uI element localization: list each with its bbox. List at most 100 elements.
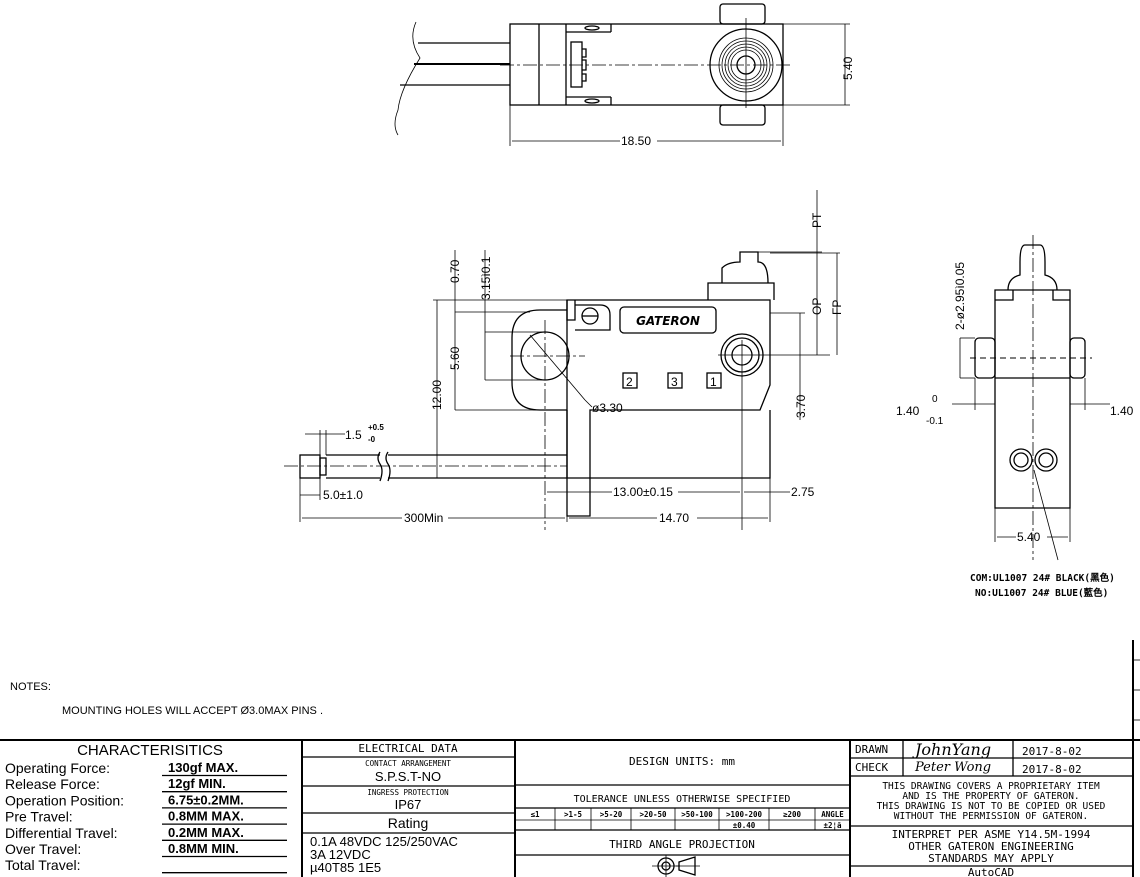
tolerance-header: >100-200: [726, 810, 763, 819]
design-units: DESIGN UNITS: mm: [629, 755, 735, 768]
characteristic-value: 0.2MM MAX.: [168, 825, 244, 840]
tolerance-header: ANGLE: [821, 810, 844, 819]
top-view: 18.50 5.40: [394, 3, 855, 148]
interpret-line: INTERPRET PER ASME Y14.5M-1994: [892, 828, 1091, 841]
characteristic-label: Operation Position:: [5, 792, 124, 808]
contact-arrangement-value: S.P.S.T-NO: [375, 769, 441, 784]
characteristic-value: 12gf MIN.: [168, 776, 226, 791]
tolerance-header: >20-50: [639, 810, 667, 819]
plunger-side: [1007, 244, 1058, 291]
dim-op-label: OP: [810, 298, 824, 315]
dim-length-label: 18.50: [621, 134, 651, 148]
tolerance-header: >1-5: [564, 810, 582, 819]
mount-tab: [719, 104, 766, 126]
drawn-by: JohnYang: [912, 740, 991, 759]
characteristic-value: 0.8MM MAX.: [168, 809, 244, 824]
check-by: Peter Wong: [914, 760, 991, 775]
check-label: CHECK: [855, 761, 888, 774]
dim-strip-tol-plus: +0.5: [368, 423, 384, 432]
drawn-date: 2017-8-02: [1022, 745, 1082, 758]
wire-hole-no: [1034, 448, 1058, 472]
proprietary-line: AND IS THE PROPERTY OF GATERON.: [902, 791, 1079, 802]
dim-fp-label: FP: [830, 300, 844, 315]
characteristics-table: CHARACTERISITICS Operating Force: 130gf M…: [5, 742, 287, 874]
mount-ear: [511, 309, 567, 411]
switch-body-side: [994, 289, 1071, 509]
dim-070-label: 0.70: [448, 259, 462, 283]
characteristic-label: Operating Force:: [5, 760, 110, 776]
dim-hole-label: ø3.30: [592, 401, 623, 415]
dim-cable-label: 300Min: [404, 511, 443, 525]
electrical-heading: ELECTRICAL DATA: [358, 742, 458, 755]
third-angle-projection-icon: [652, 855, 700, 877]
tolerance-value: ±2¦ã: [823, 821, 842, 830]
dim-side-width-label: 5.40: [1017, 530, 1041, 544]
dim-1470-label: 14.70: [659, 511, 689, 525]
ingress-label: INGRESS PROTECTION: [367, 788, 448, 797]
dim-pins-label: 2-ø2.95ì0.05: [953, 262, 967, 330]
terminal-1: 1: [710, 375, 717, 389]
tolerance-header: ≥200: [783, 810, 802, 819]
dim-left-label: 1.40: [896, 404, 920, 418]
terminal-labels: 2 3 1: [622, 372, 722, 389]
terminal-3: 3: [671, 375, 678, 389]
interpret-line: OTHER GATERON ENGINEERING: [908, 840, 1074, 853]
plunger: [707, 251, 775, 300]
dim-370-label: 3.70: [794, 394, 808, 418]
dim-width-label: 5.40: [841, 56, 855, 80]
electrical-data: ELECTRICAL DATA CONTACT ARRANGEMENT S.P.…: [302, 742, 515, 875]
projection-label: THIRD ANGLE PROJECTION: [609, 838, 755, 851]
logo-plate: [619, 306, 717, 334]
mount-tab: [719, 3, 766, 25]
dim-strip-label: 1.5: [345, 428, 362, 442]
characteristic-label: Release Force:: [5, 776, 100, 792]
signature-block: DRAWN JohnYang 2017-8-02 CHECK Peter Won…: [850, 740, 1133, 877]
characteristic-value: 0.8MM MIN.: [168, 841, 239, 856]
wire-com-note: COM:UL1007 24# BLACK(黑色): [970, 572, 1115, 584]
characteristic-value: 6.75±0.2MM.: [168, 792, 244, 807]
wire-no-note: NO:UL1007 24# BLUE(藍色): [975, 587, 1108, 599]
tolerance-header: >50-100: [681, 810, 713, 819]
software-label: AutoCAD: [968, 866, 1014, 877]
title-block: CHARACTERISITICS Operating Force: 130gf M…: [0, 640, 1140, 877]
characteristic-label: Total Travel:: [5, 857, 80, 873]
dim-1300-label: 13.00±0.15: [613, 485, 673, 499]
cable-break-line: [394, 21, 421, 136]
gateron-logo: GATERON: [636, 314, 700, 328]
characteristic-label: Differential Travel:: [5, 825, 118, 841]
rating-line: µ40T85 1E5: [310, 860, 381, 875]
tolerance-title: TOLERANCE UNLESS OTHERWISE SPECIFIED: [574, 794, 791, 805]
dim-strip-len-label: 5.0±1.0: [323, 488, 363, 502]
check-date: 2017-8-02: [1022, 763, 1082, 776]
dim-left-tol-upper: 0: [932, 394, 938, 405]
rating-label: Rating: [388, 815, 428, 831]
switch-body-top: [509, 23, 784, 106]
note-item: MOUNTING HOLES WILL ACCEPT Ø3.0MAX PINS …: [62, 705, 323, 717]
tolerance-value: ±0.40: [733, 821, 756, 830]
contact-arrangement-label: CONTACT ARRANGEMENT: [365, 759, 451, 768]
dim-right-label: 1.40: [1110, 404, 1134, 418]
dim-pt-label: PT: [810, 212, 824, 228]
characteristic-value: 130gf MAX.: [168, 760, 238, 775]
tolerance-header: >5-20: [600, 810, 623, 819]
proprietary-line: THIS DRAWING IS NOT TO BE COPIED OR USED: [877, 801, 1106, 812]
characteristic-label: Pre Travel:: [5, 809, 73, 825]
front-view: GATERON 2 3 1 12.00 0.70 5.60 3.15ì0.1 ø…: [284, 190, 844, 530]
dim-275-label: 2.75: [791, 485, 815, 499]
dim-560-label: 5.60: [448, 346, 462, 370]
terminal-2: 2: [626, 375, 633, 389]
dim-left-tol-lower: -0.1: [926, 416, 944, 427]
design-block: DESIGN UNITS: mm TOLERANCE UNLESS OTHERW…: [515, 755, 850, 877]
dim-315-label: 3.15ì0.1: [479, 256, 493, 300]
characteristics-heading: CHARACTERISITICS: [77, 742, 223, 759]
proprietary-line: THIS DRAWING COVERS A PROPRIETARY ITEM: [882, 781, 1100, 792]
switch-body-front: [566, 299, 771, 517]
dim-12-label: 12.00: [430, 380, 444, 410]
wire-hole-com: [1009, 448, 1033, 472]
rating-line: 3A 12VDC: [310, 847, 371, 862]
ingress-value: IP67: [395, 797, 422, 812]
notes-heading: NOTES:: [10, 681, 51, 693]
rating-line: 0.1A 48VDC 125/250VAC: [310, 834, 458, 849]
proprietary-line: WITHOUT THE PERMISSION OF GATERON.: [894, 811, 1088, 822]
